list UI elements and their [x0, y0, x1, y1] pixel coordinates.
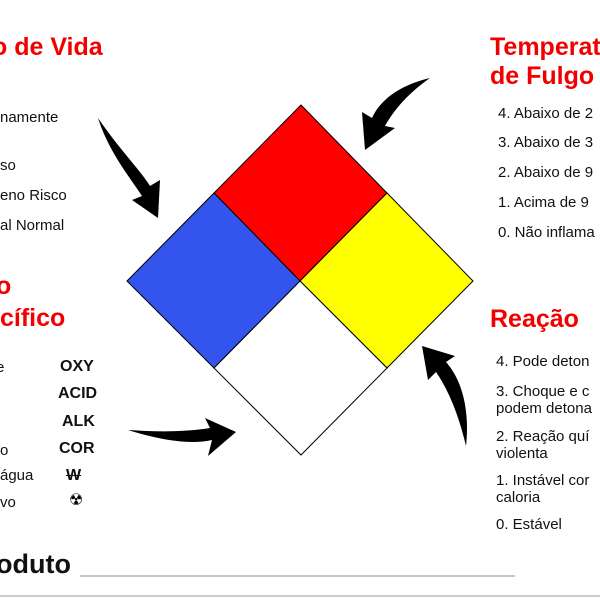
specific-item: o — [0, 442, 9, 459]
health-title: o de Vida — [0, 33, 103, 61]
reaction-title: Reação — [490, 305, 579, 333]
arrow-bottom-left-icon — [128, 418, 236, 456]
cor-symbol: COR — [59, 440, 95, 457]
flash-item: 0. Não inflama — [498, 224, 595, 241]
reaction-item: 0. Estável — [496, 516, 562, 533]
health-item: namente — [0, 109, 59, 126]
specific-item: água — [0, 467, 34, 484]
specific-title-line1: o — [0, 272, 12, 300]
oxy-symbol: OXY — [60, 358, 94, 375]
reaction-item: 1. Instável cor caloria — [496, 472, 590, 506]
flash-item: 3. Abaixo de 3 — [498, 134, 594, 151]
health-item: al Normal — [0, 217, 65, 234]
no-water-symbol: W — [66, 467, 82, 484]
acid-symbol: ACID — [58, 385, 98, 402]
arrow-top-left-icon — [98, 118, 160, 218]
specific-item: vo — [0, 494, 16, 511]
reaction-item: 4. Pode deton — [496, 353, 590, 370]
special-quadrant — [213, 280, 388, 456]
specific-title-line2: cífico — [0, 304, 66, 332]
flash-item: 4. Abaixo de 2 — [498, 105, 594, 122]
health-item: eno Risco — [0, 187, 67, 204]
flash-item: 2. Abaixo de 9 — [498, 164, 594, 181]
product-label: oduto — [0, 549, 71, 579]
alk-symbol: ALK — [62, 413, 95, 430]
reaction-item: 3. Choque e c podem detona — [496, 383, 592, 417]
flash-item: 1. Acima de 9 — [498, 194, 589, 211]
health-item: so — [0, 157, 16, 174]
arrow-top-right-icon — [362, 78, 430, 150]
flash-title-line2: de Fulgo — [490, 62, 595, 90]
specific-item: e — [0, 359, 5, 376]
flash-title-line1: Temperat — [490, 33, 600, 61]
radiation-icon: ☢ — [69, 492, 84, 509]
reaction-item: 2. Reação quí violenta — [496, 428, 590, 462]
arrow-bottom-right-icon — [422, 346, 468, 446]
